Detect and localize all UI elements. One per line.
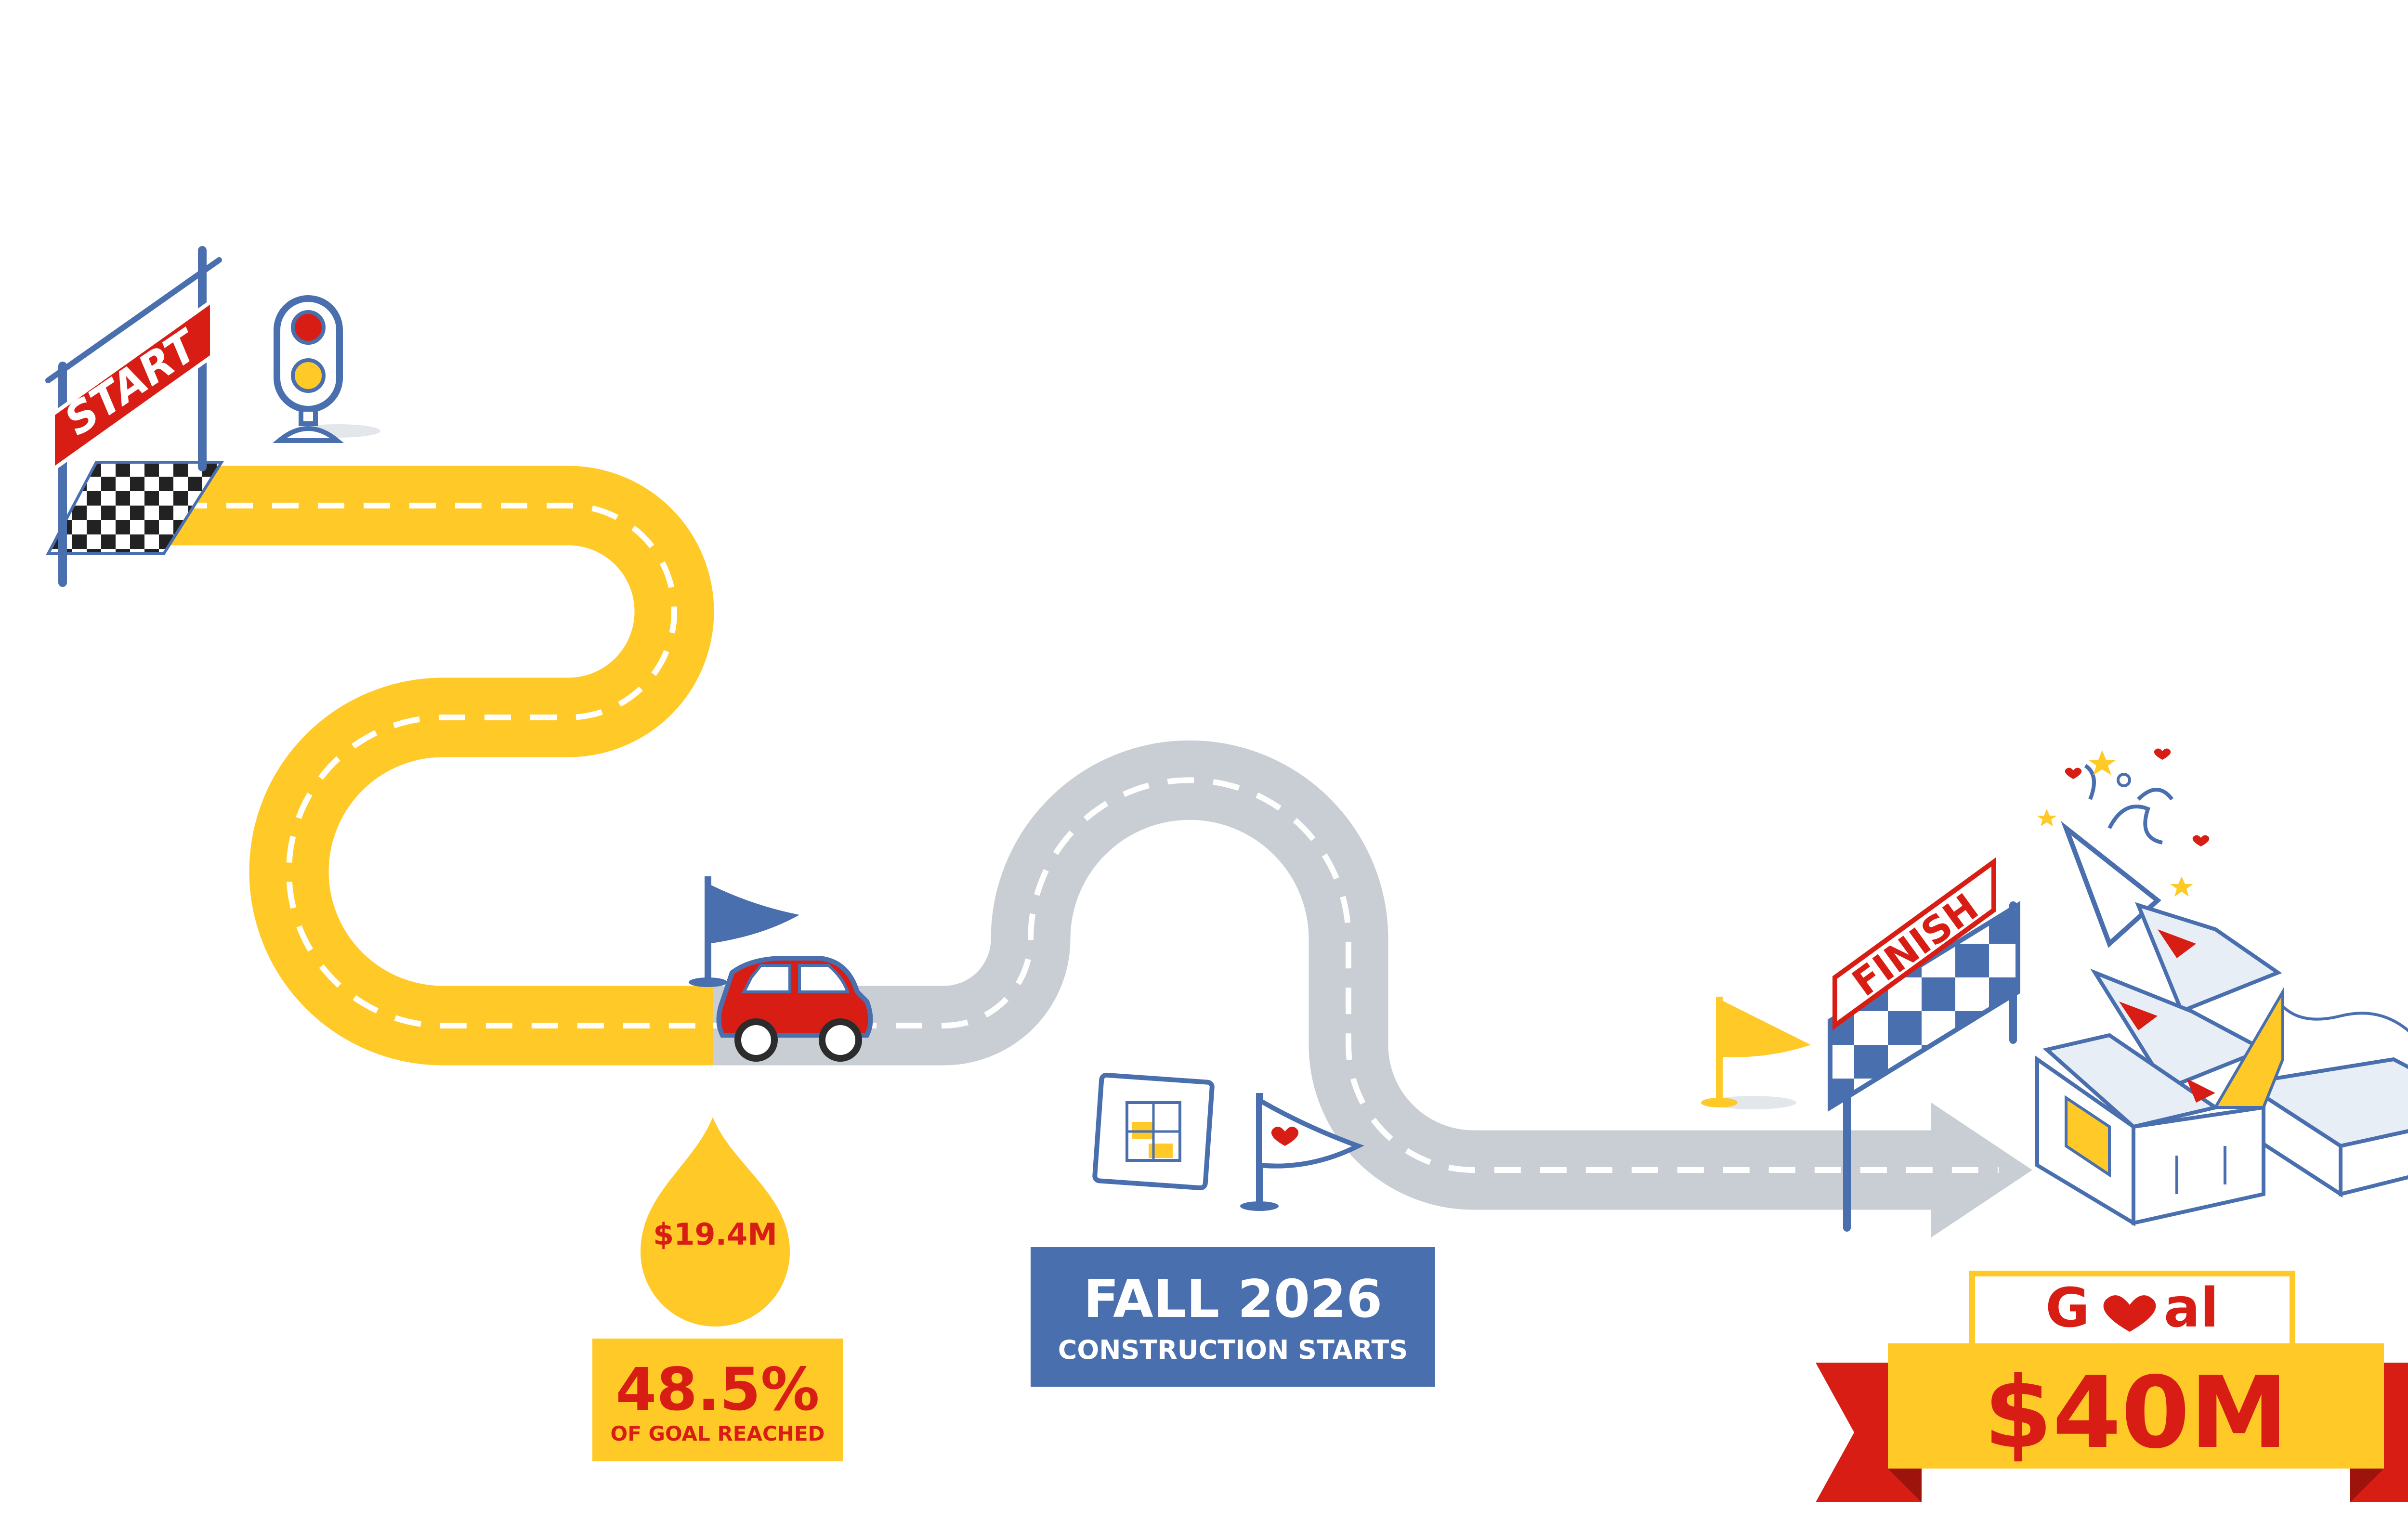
building-icon: [2035, 902, 2408, 1227]
progress-label: 48.5% OF GOAL REACHED: [592, 1339, 843, 1461]
blueprint-icon: [1092, 1072, 1215, 1191]
traffic-light-icon: [273, 295, 380, 443]
heart-flag-icon: [1240, 1093, 1364, 1211]
progress-percent: 48.5%: [615, 1355, 819, 1424]
start-sign-label: START: [55, 319, 209, 445]
milestone-date: FALL 2026: [1084, 1269, 1383, 1329]
heart-icon: [2103, 1295, 2156, 1332]
progress-amount-drop: $19.4M: [641, 1117, 790, 1327]
road-completed: [135, 466, 714, 1066]
party-popper-icon: [2037, 748, 2210, 948]
finish-gate: FINISH: [1828, 857, 2020, 1232]
road-remaining: [713, 740, 2032, 1237]
progress-amount: $19.4M: [653, 1217, 777, 1252]
car-icon: [716, 956, 873, 1062]
flag-icon: [689, 876, 799, 987]
progress-caption: OF GOAL REACHED: [610, 1422, 824, 1445]
heart-icon: [1271, 1126, 1299, 1146]
goal-banner: Gooal $40M: [1816, 1271, 2408, 1502]
milestone-label: FALL 2026 CONSTRUCTION STARTS: [1031, 1247, 1435, 1387]
start-sign: START: [51, 297, 214, 473]
goal-amount: $40M: [1984, 1356, 2288, 1470]
milestone-caption: CONSTRUCTION STARTS: [1058, 1335, 1408, 1365]
yellow-flag-icon: [1701, 997, 1811, 1109]
